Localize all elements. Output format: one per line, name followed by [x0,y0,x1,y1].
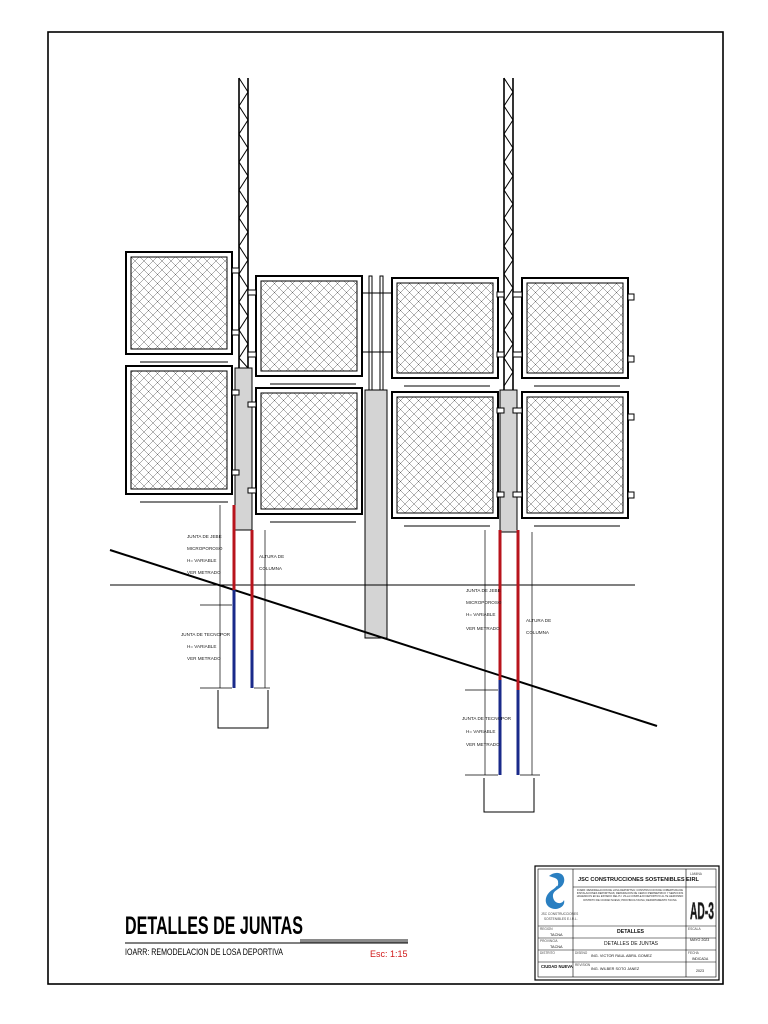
project-description-box: IOARR: REMODELACION DE LOSA DEPORTIVA; C… [576,889,684,902]
right-jebe-label: JUNTA DE JEBE MICROPOROSO H= VARIABLE VE… [466,588,502,631]
label-diseno: DISENO [575,951,588,955]
right-lattice-post [503,77,514,390]
left-lattice-post [238,77,249,369]
label-line: COLUMNA [259,566,283,571]
label-line: H= VARIABLE [466,612,495,617]
sheet-scale: Esc: 1:15 [370,949,408,959]
mesh-panel [521,277,629,379]
drawing-name: DETALLES DE JUNTAS [604,941,659,947]
sheet-subtitle: IOARR: REMODELACION DE LOSA DEPORTIVA [125,947,283,957]
label-provincia: PROVINCIA [540,939,558,943]
label-line: VER METRADO [466,626,500,631]
reviewer-name: ING. WILBER SOTO JANEZ [591,967,640,971]
left-joint [200,505,270,729]
title-block [534,865,720,981]
title-underline [300,939,408,943]
label-region: REGION [540,927,553,931]
sloped-grade-line [109,549,658,727]
scale-value: INDICADA [692,957,709,961]
left-tecnopor-label: JUNTA DE TECNOPOR H= VARIABLE VER METRAD… [181,632,231,661]
section-name: DETALLES [617,929,645,935]
designer-name: ING. VICTOR RAUL ABRIL GOMEZ [591,954,653,958]
label-revision: REVISION [575,963,591,967]
left-jebe-label: JUNTA DE JEBE MICROPOROSO H= VARIABLE VE… [187,534,223,575]
label-escala: ESCALA [688,927,701,931]
region-value: TACNA [550,933,563,937]
mesh-panels [125,251,629,519]
mesh-panel [391,277,499,379]
panel-brackets [140,267,635,527]
mesh-panel [255,275,363,377]
logo-text: SOSTENIBLES E.I.R.L. [544,917,578,921]
label-line: MICROPOROSO [466,600,502,605]
right-altura-label: ALTURA DE COLUMNA [526,618,551,635]
district-value: CIUDAD NUEVA [541,964,573,969]
right-joint [465,530,540,813]
mesh-panel [391,391,499,519]
mesh-panel [255,387,363,515]
mesh-panel [521,391,629,519]
label-line: ALTURA DE [259,554,284,559]
label-distrito: DISTRITO [540,951,555,955]
label-line: JUNTA DE JEBE [187,534,222,539]
company-name: JSC CONSTRUCCIONES SOSTENIBLES EIRL [578,877,699,883]
label-line: H= VARIABLE [466,729,495,734]
label-line: H= VARIABLE [187,644,216,649]
province-value: TACNA [550,945,563,949]
left-altura-label: ALTURA DE COLUMNA [259,554,284,571]
label-lamina: LAMINA [690,872,703,876]
label-fecha: FECHA [688,951,700,955]
label-line: MICROPOROSO [187,546,223,551]
date-value: MAYO 2023 [690,938,709,942]
sheet-border [47,31,724,985]
label-line: JUNTA DE JEBE [466,588,501,593]
year-value: 2023 [696,969,704,973]
label-line: VER METRADO [187,570,221,575]
label-line: ALTURA DE [526,618,551,623]
middle-connectors [362,275,392,391]
column-middle [364,389,388,639]
company-logo [545,872,565,910]
sheet-code: AD-3 [690,898,714,925]
label-line: JUNTA DE TECNOPOR [181,632,231,637]
right-tecnopor-label: JUNTA DE TECNOPOR H= VARIABLE VER METRAD… [462,716,512,747]
label-line: VER METRADO [187,656,221,661]
label-line: H= VARIABLE [187,558,216,563]
project-description: IOARR: REMODELACION DE LOSA DEPORTIVA; C… [576,889,684,902]
mesh-panel [125,365,233,495]
logo-text: JSC CONSTRUCCIONES [541,912,578,916]
label-line: COLUMNA [526,630,550,635]
sheet-title: DETALLES DE JUNTAS [125,912,303,940]
label-line: JUNTA DE TECNOPOR [462,716,512,721]
mesh-panel [125,251,233,355]
label-line: VER METRADO [466,742,500,747]
